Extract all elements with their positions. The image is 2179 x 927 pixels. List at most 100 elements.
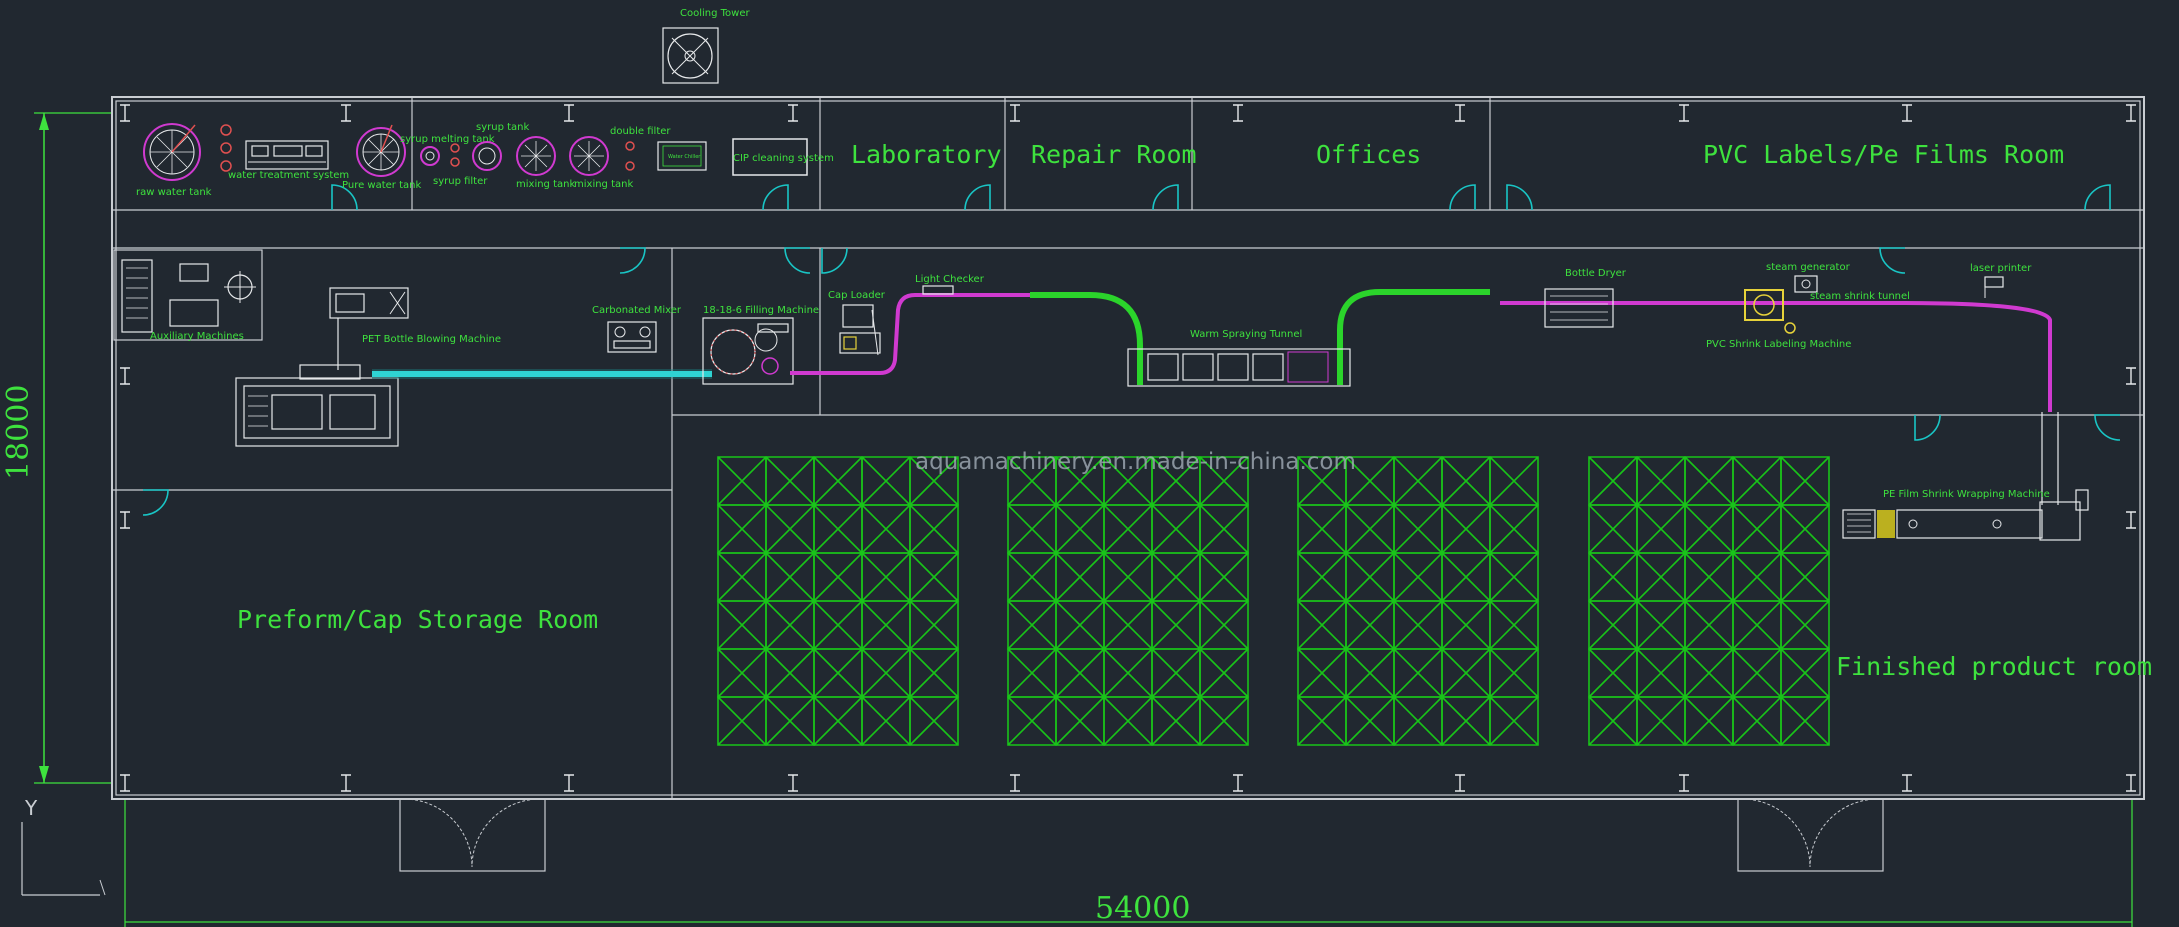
rack-cell [1780, 504, 1830, 554]
column-marker [2126, 774, 2136, 792]
double-filter: double filter [610, 126, 671, 171]
bottle-conveyor [790, 293, 2052, 412]
column-marker [788, 774, 798, 792]
storage-racks [717, 456, 1830, 746]
syrup-tank: syrup tank [472, 122, 529, 171]
rack-cell [1441, 648, 1491, 698]
filling-machine: 18-18-6 Filling Machine [702, 305, 819, 385]
water-chiller: Water Chiller [657, 141, 707, 171]
rack-cell [1588, 696, 1638, 746]
syrup-filter: syrup filter [433, 143, 488, 187]
rack-cell [1684, 648, 1734, 698]
rack-cell [861, 648, 911, 698]
watermark: aquamachinery.en.made-in-china.com [915, 449, 1356, 475]
entrance-doors [399, 798, 1884, 872]
rack-cell [1588, 456, 1638, 506]
y-axis-label: Y [24, 796, 38, 820]
rack-cell [1103, 696, 1153, 746]
rack-cell [717, 648, 767, 698]
rack-cell [1007, 504, 1057, 554]
rack-cell [1780, 552, 1830, 602]
rack-cell [717, 600, 767, 650]
rack-cell [1199, 504, 1249, 554]
column-marker [1233, 774, 1243, 792]
rack-cell [861, 696, 911, 746]
rack-cell [1199, 552, 1249, 602]
rack-cell [1489, 456, 1539, 506]
light-checker-label: Light Checker [915, 274, 985, 285]
rack-cell [1489, 504, 1539, 554]
rack-cell [717, 504, 767, 554]
water-treatment-label: water treatment system [228, 170, 349, 181]
rack-cell [1199, 648, 1249, 698]
rack-cell [1441, 456, 1491, 506]
filling-machine-label: 18-18-6 Filling Machine [703, 305, 819, 316]
rack-cell [1780, 600, 1830, 650]
rack-cell [1007, 600, 1057, 650]
ucs-axis-icon: Y [21, 796, 106, 896]
cap-loader: Cap Loader [828, 290, 886, 356]
rack-cell [1297, 696, 1347, 746]
room-offices: Offices [1316, 140, 1421, 169]
water-chiller-label: Water Chiller [668, 154, 701, 160]
cip-cleaning-label: CIP cleaning system [733, 153, 834, 164]
mixing-tank-2: mixing tank [569, 136, 633, 190]
rack-cell [765, 504, 815, 554]
rack-cell [1636, 600, 1686, 650]
green-conveyor [1030, 289, 1490, 385]
rack-cell [1441, 504, 1491, 554]
pe-film-wrapping-machine: PE Film Shrink Wrapping Machine [1842, 489, 2089, 541]
rack-cell [1007, 648, 1057, 698]
rack-cell [861, 600, 911, 650]
rack-cell [1393, 600, 1443, 650]
rack-cell [1297, 552, 1347, 602]
rack-cell [1684, 552, 1734, 602]
steam-shrink-tunnel-label: steam shrink tunnel [1810, 291, 1910, 302]
rack-cell [1055, 552, 1105, 602]
column-marker [1902, 774, 1912, 792]
rack-cell [765, 600, 815, 650]
rack-cell [1103, 600, 1153, 650]
column-marker [1679, 774, 1689, 792]
rack-cell [1636, 648, 1686, 698]
column-marker [1010, 104, 1020, 122]
rack-cell [909, 504, 959, 554]
rack-cell [1732, 696, 1782, 746]
rack-cell [1636, 696, 1686, 746]
column-marker [120, 367, 130, 385]
room-pvc-labels: PVC Labels/Pe Films Room [1703, 140, 2064, 169]
column-marker [120, 511, 130, 529]
rack-cell [1684, 600, 1734, 650]
cip-cleaning-system: CIP cleaning system [732, 138, 834, 176]
column-marker [788, 104, 798, 122]
rack-cell [1151, 648, 1201, 698]
rack-cell [909, 648, 959, 698]
steam-generator: steam generator [1766, 262, 1851, 293]
rack-cell [861, 552, 911, 602]
rack-cell [717, 456, 767, 506]
height-dimension-label: 18000 [1, 385, 36, 480]
mixing-tank-1-label: mixing tank [516, 179, 575, 190]
double-filter-label: double filter [610, 126, 671, 137]
rack-cell [1441, 600, 1491, 650]
column-marker [564, 774, 574, 792]
bottle-dryer-label: Bottle Dryer [1565, 268, 1627, 279]
syrup-melting-tank: syrup melting tank [400, 134, 495, 166]
rack-cell [1588, 600, 1638, 650]
rack-cell [1684, 696, 1734, 746]
syrup-melting-tank-label: syrup melting tank [400, 134, 495, 145]
rack-cell [861, 456, 911, 506]
rack-cell [1007, 696, 1057, 746]
column-marker [341, 774, 351, 792]
rack-cell [1636, 456, 1686, 506]
rack-cell [909, 552, 959, 602]
rack-cell [1780, 456, 1830, 506]
warm-spraying-tunnel: Warm Spraying Tunnel [1127, 329, 1351, 387]
rack-cell [1151, 600, 1201, 650]
water-treatment-area: raw water tank water treatment system Pu… [136, 122, 834, 198]
rack-cell [1055, 696, 1105, 746]
laser-printer: laser printer [1970, 263, 2032, 298]
column-marker [120, 104, 130, 122]
room-laboratory: Laboratory [851, 140, 1002, 169]
rack-cell [1780, 648, 1830, 698]
